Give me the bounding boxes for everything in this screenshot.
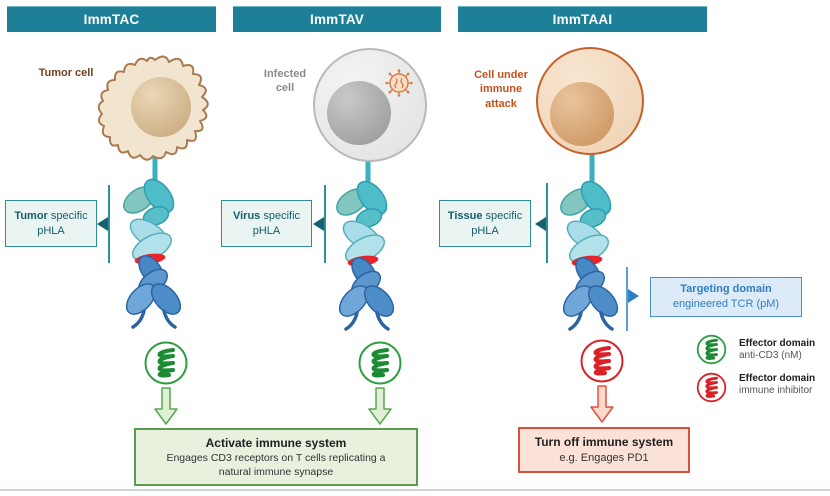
immune-inhibitor-effector-icon: [580, 339, 624, 383]
tissue-phla-box: Tissue specific pHLA: [439, 200, 531, 247]
header-immtav: ImmTAV: [233, 6, 441, 32]
pointer-triangle-icon: [97, 217, 108, 231]
infected-cell-illustration: [313, 48, 427, 162]
immune-inhibitor-legend-icon: [696, 372, 727, 403]
attacked-cell-illustration: [536, 47, 644, 155]
tcr-molecule-icon: [336, 152, 400, 352]
attacked-cell-label: Cell under immune attack: [474, 69, 528, 110]
turn-off-immune-system-box: Turn off immune system e.g. Engages PD1: [518, 427, 690, 473]
targeting-bracket: [626, 267, 628, 331]
pointer-triangle-icon: [628, 289, 639, 303]
phla-bracket: [108, 185, 110, 263]
anti-cd3-effector-icon: [144, 341, 188, 385]
header-immtaai: ImmTAAI: [458, 6, 707, 32]
divider: [0, 489, 830, 491]
down-arrow-icon: [590, 385, 614, 423]
virus-phla-box: Virus specific pHLA: [221, 200, 312, 247]
tumor-cell-label: Tumor cell: [38, 67, 94, 79]
infected-cell-label: Infected cell: [263, 68, 307, 95]
tumor-cell-illustration: [97, 55, 209, 161]
anti-cd3-effector-icon: [358, 341, 402, 385]
tcr-molecule-icon: [123, 150, 187, 350]
virus-icon: [385, 69, 413, 97]
anti-cd3-legend-icon: [696, 334, 727, 365]
legend-inhibitor-sub: immune inhibitor: [739, 385, 813, 396]
activate-immune-system-box: Activate immune system Engages CD3 recep…: [134, 428, 418, 486]
header-immtac: ImmTAC: [7, 6, 216, 32]
phla-bracket: [546, 183, 548, 263]
pointer-triangle-icon: [535, 217, 546, 231]
pointer-triangle-icon: [313, 217, 324, 231]
phla-bracket: [324, 185, 326, 263]
down-arrow-icon: [368, 387, 392, 425]
tcr-molecule-icon: [560, 152, 624, 352]
legend-inhibitor-title: Effector domain: [739, 373, 816, 384]
legend-effector-sub: anti-CD3 (nM): [739, 350, 802, 361]
tumor-phla-box: Tumor specific pHLA: [5, 200, 97, 247]
header-immtac-label: ImmTAC: [83, 12, 140, 27]
targeting-domain-box: Targeting domain engineered TCR (pM): [650, 277, 802, 317]
down-arrow-icon: [154, 387, 178, 425]
header-immtav-label: ImmTAV: [310, 12, 364, 27]
legend-effector-title: Effector domain: [739, 338, 816, 349]
header-immtaai-label: ImmTAAI: [552, 12, 613, 27]
